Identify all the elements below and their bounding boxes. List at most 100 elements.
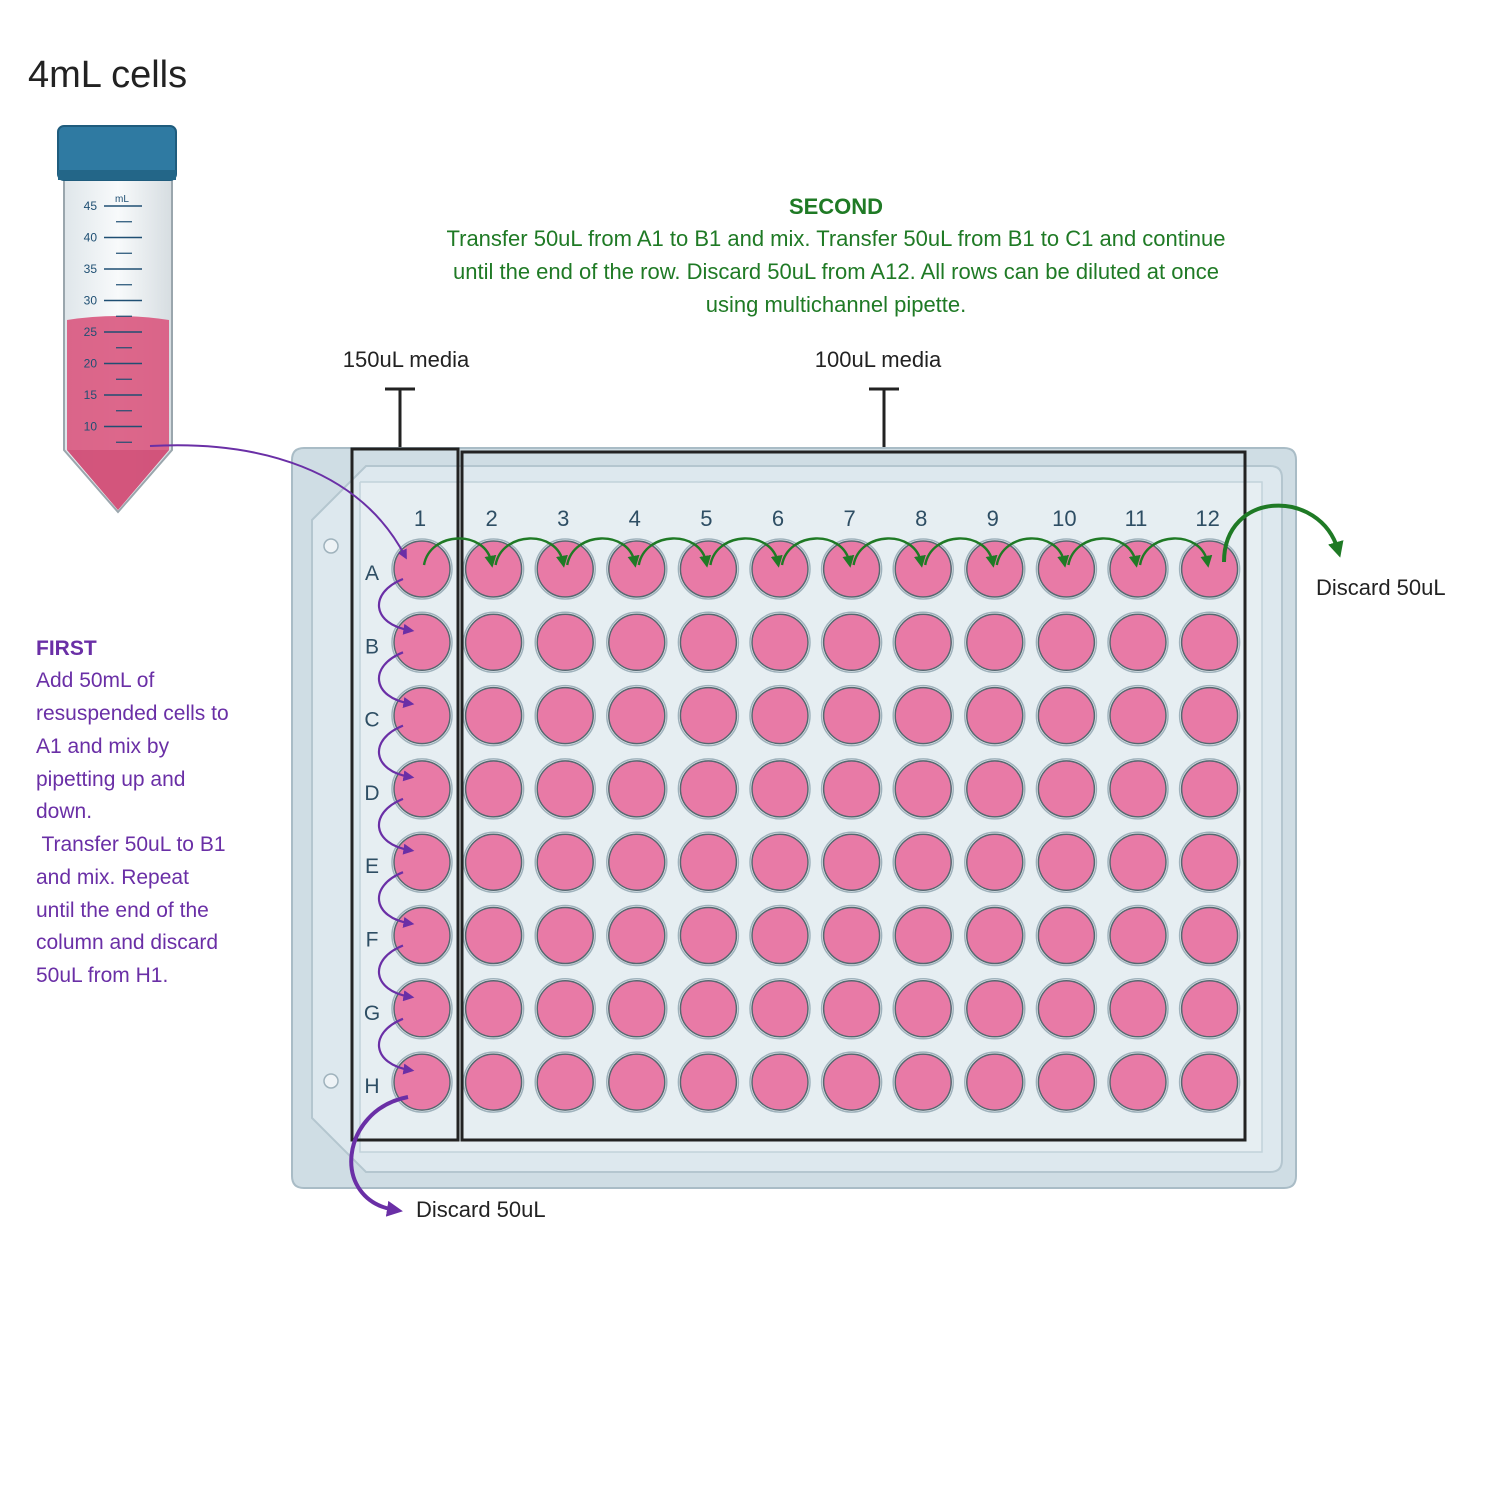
well-E6	[751, 833, 809, 891]
media-bracket-columns-2-12	[869, 387, 899, 448]
well-A6	[751, 540, 809, 598]
well-E9	[966, 833, 1024, 891]
column-transfer-arrow	[377, 651, 415, 708]
column-label: 9	[987, 506, 999, 531]
well-C7	[822, 686, 881, 745]
column-label: 3	[557, 506, 569, 531]
well-D1	[393, 760, 451, 818]
columns-2-12-highlight-box	[460, 450, 1247, 1142]
well-G12	[1180, 980, 1239, 1038]
column-label: 4	[629, 506, 641, 531]
well-E10	[1037, 833, 1096, 891]
well-D6	[751, 760, 809, 818]
well-F11	[1109, 906, 1167, 965]
well-D11	[1109, 760, 1167, 818]
media-bracket-column-1	[385, 387, 415, 448]
well-E1	[393, 833, 451, 891]
well-E12	[1180, 833, 1239, 891]
well-C11	[1109, 686, 1167, 745]
well-H2	[464, 1053, 523, 1111]
first-step-heading: FIRST	[36, 637, 97, 660]
well-D12	[1180, 760, 1239, 818]
first-step-line-1: Add 50mL of	[36, 669, 154, 692]
row-transfer-arrow	[637, 537, 712, 568]
column-label: 11	[1125, 506, 1148, 531]
first-step-line-4: pipetting up and	[36, 768, 185, 791]
well-E4	[608, 833, 666, 891]
page-title: 4mL cells	[28, 54, 187, 96]
well-H11	[1109, 1053, 1167, 1111]
first-step-line-6: Transfer 50uL to B1	[36, 833, 226, 856]
well-H7	[822, 1053, 881, 1111]
well-A3	[536, 540, 594, 598]
row-transfer-arrow	[709, 537, 783, 568]
well-G5	[679, 980, 738, 1038]
row-transfer-arrow	[852, 537, 926, 568]
well-F6	[751, 906, 809, 965]
well-C4	[608, 686, 666, 745]
well-C9	[966, 686, 1024, 745]
well-E5	[679, 833, 738, 891]
column-1-highlight-box	[350, 447, 460, 1142]
tube-graduation-label: 15	[84, 388, 98, 402]
well-D3	[536, 760, 594, 818]
column-transfer-arrow	[377, 577, 415, 635]
well-E3	[536, 833, 594, 891]
well-E8	[894, 833, 952, 891]
well-F3	[536, 906, 594, 965]
tube-graduation-label: 10	[84, 420, 98, 434]
row-transfer-arrow	[494, 537, 568, 568]
row-transfer-arrow	[566, 537, 640, 568]
well-H1	[393, 1053, 451, 1111]
well-B10	[1037, 613, 1096, 672]
well-F5	[679, 906, 738, 965]
well-B9	[966, 613, 1024, 672]
well-E7	[822, 833, 881, 891]
well-C1	[393, 686, 451, 745]
row-label: D	[364, 782, 379, 805]
well-H6	[751, 1053, 809, 1111]
well-G11	[1109, 980, 1167, 1038]
row-transfer-arrow	[780, 537, 855, 568]
tube-graduation-label: 25	[84, 325, 98, 339]
column-transfer-arrow	[377, 871, 415, 928]
well-C5	[679, 686, 738, 745]
well-F10	[1037, 906, 1096, 965]
column-label: 7	[843, 506, 855, 531]
column-transfer-arrows	[377, 577, 415, 1075]
column-label: 1	[414, 506, 426, 531]
row-transfer-arrow	[1067, 537, 1141, 568]
well-F8	[894, 906, 952, 965]
well-C12	[1180, 686, 1239, 745]
plate-notch-bottom	[323, 1073, 339, 1089]
well-E2	[464, 833, 523, 891]
well-A7	[822, 540, 881, 598]
well-D9	[966, 760, 1024, 818]
well-F9	[966, 906, 1024, 965]
first-step-line-9: column and discard	[36, 931, 218, 954]
well-A8	[894, 540, 952, 598]
well-B3	[536, 613, 594, 672]
second-step-instructions: SECOND Transfer 50uL from A1 to B1 and m…	[447, 194, 1226, 317]
plate-notch-top	[323, 538, 339, 554]
well-A1	[393, 540, 451, 598]
well-B7	[822, 613, 881, 672]
well-C3	[536, 686, 594, 745]
well-G1	[393, 980, 451, 1038]
column-transfer-arrow	[377, 797, 415, 855]
tube-graduation-label: 40	[84, 231, 98, 245]
column-transfer-arrow	[377, 1017, 415, 1075]
first-step-line-7: and mix. Repeat	[36, 866, 189, 889]
well-G8	[894, 980, 952, 1038]
tube-graduation-label: 30	[84, 294, 98, 308]
well-D10	[1037, 760, 1096, 818]
well-B1	[393, 613, 451, 672]
column-transfer-arrow	[377, 724, 415, 782]
well-G7	[822, 980, 881, 1038]
discard-label-row-end: Discard 50uL	[1316, 575, 1446, 600]
tube-graduation-label: 45	[84, 199, 98, 213]
column-transfer-arrow	[377, 944, 415, 1002]
discard-h1-arrow	[349, 1095, 409, 1217]
